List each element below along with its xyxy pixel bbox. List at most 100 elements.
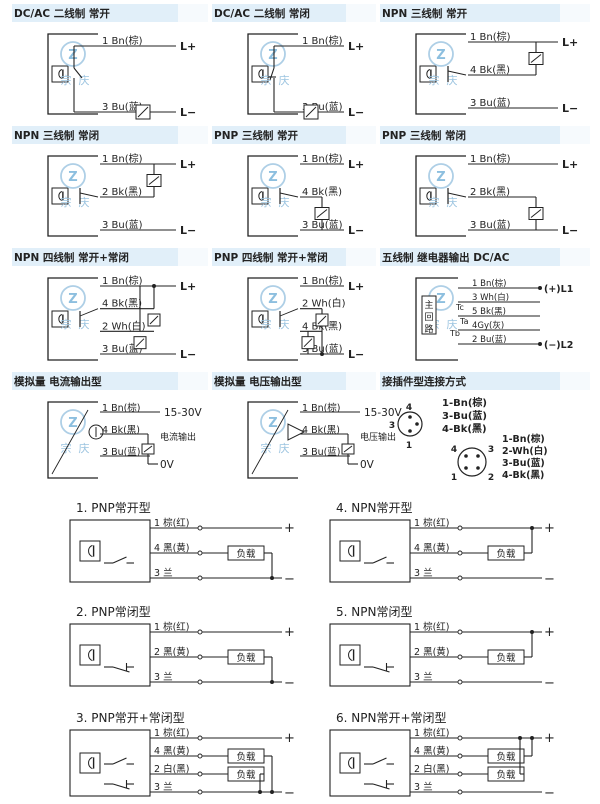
sensor-housing xyxy=(415,155,466,237)
junction-dot xyxy=(530,526,534,530)
transistor-collector xyxy=(79,308,99,317)
sensor-square xyxy=(339,752,361,774)
wire-label: 1 Bn(棕) xyxy=(102,34,143,47)
sensor-symbol-icon xyxy=(339,752,361,774)
wire-label: 3 Bu(蓝) xyxy=(102,101,143,113)
housing-diagonal xyxy=(51,409,89,475)
coil-slash xyxy=(343,445,353,453)
panel-title-fade xyxy=(178,248,208,266)
terminal-label: 0V xyxy=(160,459,175,471)
panel-title-bar xyxy=(380,126,590,144)
wire-label: 4 黑(黄) xyxy=(154,745,189,757)
junction-dot xyxy=(270,576,274,580)
load-coil-icon xyxy=(528,52,544,65)
terminal-label: L+ xyxy=(348,280,364,293)
brand-watermark: Z宗庆 xyxy=(60,163,90,209)
sensor-symbol-icon xyxy=(251,187,269,205)
sensor-arc xyxy=(348,544,353,558)
watermark-ring xyxy=(260,163,286,189)
watermark-mark: Z xyxy=(68,48,77,63)
sensor-arc xyxy=(258,314,263,324)
switch-blade-closed xyxy=(372,666,390,673)
wire-label: 3 兰 xyxy=(414,671,433,683)
wire-label: 5 Bk(黑) xyxy=(472,307,506,317)
wire-label: 2 Bk(黑) xyxy=(102,186,142,198)
watermark-char: 庆 xyxy=(279,441,290,455)
connector-pin-label: 1-Bn(棕) xyxy=(442,396,487,409)
panel-title-fade xyxy=(178,372,208,390)
terminal-ring xyxy=(197,525,203,531)
wire-label: 1 棕(红) xyxy=(414,517,449,529)
load-coil-icon xyxy=(303,104,319,120)
wiring-panel-npn4: NPN 四线制 常开+常闭Z宗庆1 Bn(棕)4 Bk(黑)2 Wh(白)3 B… xyxy=(12,248,208,361)
sensor-housing xyxy=(247,33,298,115)
wiring-panel-analogv: 模拟量 电压输出型Z宗庆1 Bn(棕)4 Bk(黑)3 Bu(蓝)15-30V电… xyxy=(212,372,403,479)
sensor-square xyxy=(51,65,69,83)
switch-blade-closed xyxy=(372,783,390,790)
sensor-symbol-icon xyxy=(339,540,361,562)
terminal-ring xyxy=(197,735,203,741)
terminal-ring xyxy=(197,771,203,777)
panel-title-fade xyxy=(346,4,376,22)
watermark-mark: Z xyxy=(268,48,277,63)
main-circuit-label: 回 xyxy=(424,312,433,323)
sensor-symbol-icon xyxy=(419,65,437,83)
sensor-arc xyxy=(88,756,93,770)
sensor-arc xyxy=(88,648,93,662)
sensor-arc xyxy=(58,314,63,324)
coil-slash xyxy=(303,338,313,348)
panel-title-fade xyxy=(346,372,376,390)
watermark-ring xyxy=(260,285,286,311)
watermark-char: 庆 xyxy=(79,73,90,87)
pin-number: 4 xyxy=(406,403,412,413)
panel-title-fade xyxy=(560,248,590,266)
panel-title: PNP 三线制 常闭 xyxy=(382,129,466,142)
panel-title: 模拟量 电压输出型 xyxy=(214,375,302,388)
watermark-mark: Z xyxy=(268,170,277,185)
wire-label: 4 Bk(黑) xyxy=(302,425,340,436)
watermark-char: 宗 xyxy=(261,73,272,87)
panel-title-bar xyxy=(12,4,208,22)
watermark-char: 庆 xyxy=(447,73,458,87)
sensor-housing xyxy=(47,401,98,479)
watermark-char: 宗 xyxy=(61,73,72,87)
pin-number: 2 xyxy=(488,473,494,483)
contact-label: Tb xyxy=(449,329,460,338)
wiring-panel-dc2: DC/AC 二线制 常闭Z宗庆1 Bn(棕)3 Bu(蓝)L+L− xyxy=(212,4,376,120)
junction-dot xyxy=(152,284,156,288)
sensor-symbol-icon xyxy=(419,187,437,205)
wire-label: 3 兰 xyxy=(414,781,433,793)
terminal-ring xyxy=(457,771,463,777)
diagram-title: 6. NPN常开+常闭型 xyxy=(336,711,447,725)
main-circuit-label: 主 xyxy=(424,299,433,311)
connector-4pin-icon xyxy=(457,447,487,477)
connector-pin-label: 3-Bu(蓝) xyxy=(502,457,545,469)
load-label: 负载 xyxy=(236,769,256,781)
terminal-label: 15-30V xyxy=(364,407,403,419)
meter-load-icon xyxy=(141,443,155,455)
transistor-collector xyxy=(279,192,299,198)
terminal-label: L+ xyxy=(562,158,578,171)
sensor-arc xyxy=(58,69,63,79)
wire-label: 1 Bn(棕) xyxy=(470,152,511,165)
coil-slash xyxy=(317,315,327,325)
wiring-panel-npn3: NPN 三线制 常开Z宗庆1 Bn(棕)4 Bk(黑)3 Bu(蓝)L+L− xyxy=(380,4,590,115)
terminal-plus: + xyxy=(284,521,295,536)
terminal-label: L− xyxy=(180,348,196,361)
sensor-symbol-icon xyxy=(51,187,69,205)
connector-pin xyxy=(476,466,480,470)
watermark-char: 庆 xyxy=(279,317,290,331)
coil-slash xyxy=(143,445,153,453)
junction-dot xyxy=(530,736,534,740)
watermark-char: 宗 xyxy=(261,441,272,455)
connector-pin-label: 4-Bk(黑) xyxy=(502,470,544,481)
terminal-label: L− xyxy=(562,224,578,237)
connector-pin-label: 3-Bu(蓝) xyxy=(442,409,487,422)
watermark-char: 庆 xyxy=(447,195,458,209)
watermark-mark: Z xyxy=(268,416,277,431)
wire-label: 4 Bk(黑) xyxy=(102,298,142,310)
coil-slash xyxy=(148,176,160,185)
coil-slash xyxy=(149,315,159,325)
